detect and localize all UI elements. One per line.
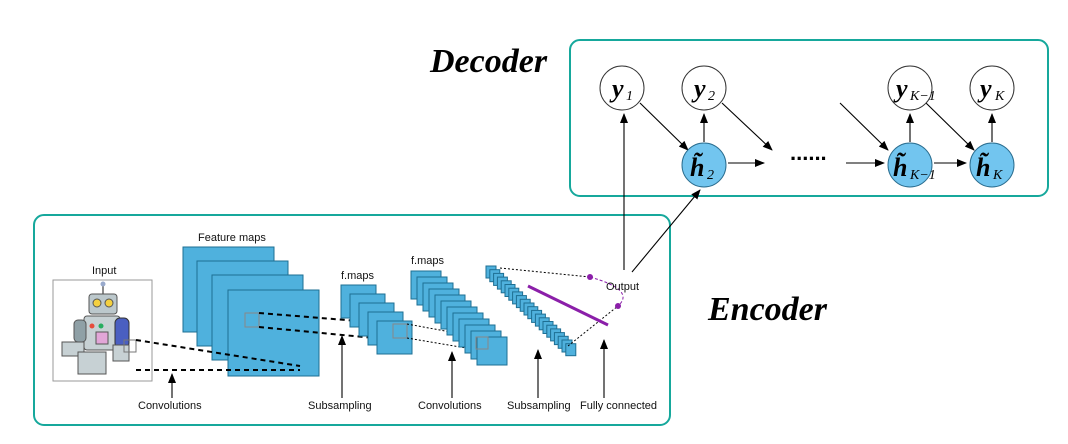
input-label: Input xyxy=(92,265,116,277)
svg-text:y: y xyxy=(977,74,992,103)
ellipsis: ...... xyxy=(790,140,827,165)
fmaps-1-label: f.maps xyxy=(341,270,375,282)
subsampling-1-label: Subsampling xyxy=(308,400,372,412)
svg-text:h̃: h̃ xyxy=(893,152,907,182)
svg-text:h̃: h̃ xyxy=(690,152,704,182)
feature-maps-label: Feature maps xyxy=(198,232,266,244)
fully-connected-label: Fully connected xyxy=(580,400,657,412)
output-label: Output xyxy=(606,281,639,293)
svg-text:K−1: K−1 xyxy=(909,89,936,104)
svg-text:y: y xyxy=(691,74,706,103)
encoder-panel xyxy=(33,214,671,426)
encoder-label: Encoder xyxy=(707,291,828,328)
node-yk: y K xyxy=(969,65,1015,111)
svg-text:2: 2 xyxy=(708,89,715,104)
feature-map-layer xyxy=(476,336,508,366)
robot-icon xyxy=(61,281,130,375)
decoder-panel xyxy=(569,39,1049,197)
fmaps-2-label: f.maps xyxy=(411,255,445,267)
svg-text:2: 2 xyxy=(707,168,714,183)
decoder-label: Decoder xyxy=(429,43,548,80)
node-y2: y 2 xyxy=(681,65,727,111)
fc-node-bottom xyxy=(615,303,621,309)
node-yk-minus-1: y K−1 xyxy=(887,65,936,111)
convolutions-1-label: Convolutions xyxy=(138,400,202,412)
fmaps-1-stack xyxy=(340,284,413,355)
node-hk-minus-1: h̃ K−1 xyxy=(887,142,936,188)
fmaps-2-stack xyxy=(410,270,508,366)
node-h2: h̃ 2 xyxy=(681,142,727,188)
fmaps-3-stack xyxy=(485,265,577,357)
feature-map-layer xyxy=(565,343,577,357)
feature-maps-stack xyxy=(182,246,320,377)
svg-text:1: 1 xyxy=(626,89,633,104)
node-y1: y 1 xyxy=(599,65,645,111)
node-hk: h̃ K xyxy=(969,142,1015,188)
convolutions-2-label: Convolutions xyxy=(418,400,482,412)
svg-text:h̃: h̃ xyxy=(976,152,990,182)
subsampling-2-label: Subsampling xyxy=(507,400,571,412)
fc-line xyxy=(527,284,609,327)
svg-text:K: K xyxy=(992,168,1003,183)
svg-text:y: y xyxy=(609,74,624,103)
fc-node-top xyxy=(587,274,593,280)
svg-text:K−1: K−1 xyxy=(909,168,936,183)
svg-text:K: K xyxy=(994,89,1005,104)
svg-text:y: y xyxy=(893,74,908,103)
